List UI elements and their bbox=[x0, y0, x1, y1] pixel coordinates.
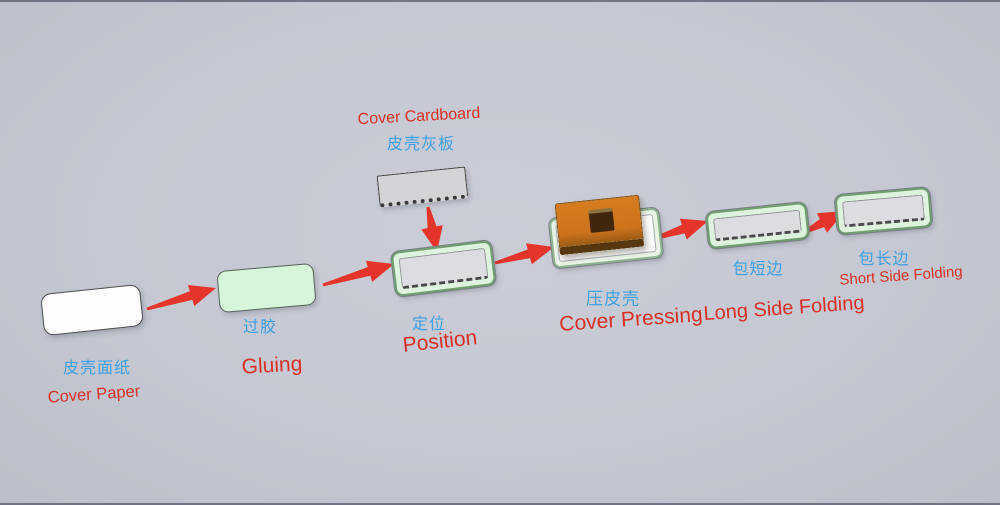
long-side-folding-shape bbox=[705, 201, 810, 250]
short-side-folding-label-en: Short Side Folding bbox=[838, 263, 964, 289]
position-label-zh: 定位 bbox=[411, 316, 447, 333]
position-frame-shape bbox=[390, 240, 497, 297]
short-side-folding-shape bbox=[834, 186, 933, 236]
position-board-shape bbox=[398, 247, 489, 290]
short-side-board-shape bbox=[842, 194, 925, 228]
top-edge-line bbox=[0, 0, 1000, 2]
arrow-position-to-cover-pressing bbox=[494, 243, 554, 265]
glued-sheet-shape bbox=[216, 262, 317, 314]
cover-pressing-label-en: Cover Pressing bbox=[558, 303, 704, 336]
long-side-folding-label-en: Long Side Folding bbox=[702, 291, 866, 326]
cover-paper-sheet-shape bbox=[40, 283, 144, 337]
long-side-folding-label-zh: 包短边 bbox=[732, 261, 784, 278]
arrow-cover-paper-to-gluing bbox=[146, 285, 216, 311]
cover-cardboard-shape bbox=[376, 166, 469, 208]
long-side-board-shape bbox=[713, 209, 802, 242]
gluing-label-zh: 过胶 bbox=[242, 319, 278, 336]
press-knob-shape bbox=[588, 207, 615, 233]
cover-paper-label-zh: 皮壳面纸 bbox=[62, 360, 132, 377]
cover-cardboard-label-zh: 皮壳灰板 bbox=[386, 136, 456, 153]
bottom-edge-line bbox=[0, 503, 1000, 505]
arrow-gluing-to-position bbox=[322, 260, 394, 287]
press-block-shape bbox=[554, 194, 645, 256]
short-side-folding-label-zh: 包长边 bbox=[858, 251, 910, 268]
cover-paper-label-en: Cover Paper bbox=[47, 382, 141, 407]
cover-pressing-label-zh: 压皮壳 bbox=[586, 289, 640, 309]
cover-cardboard-label-en: Cover Cardboard bbox=[357, 104, 481, 129]
gluing-label-en: Gluing bbox=[241, 352, 303, 379]
